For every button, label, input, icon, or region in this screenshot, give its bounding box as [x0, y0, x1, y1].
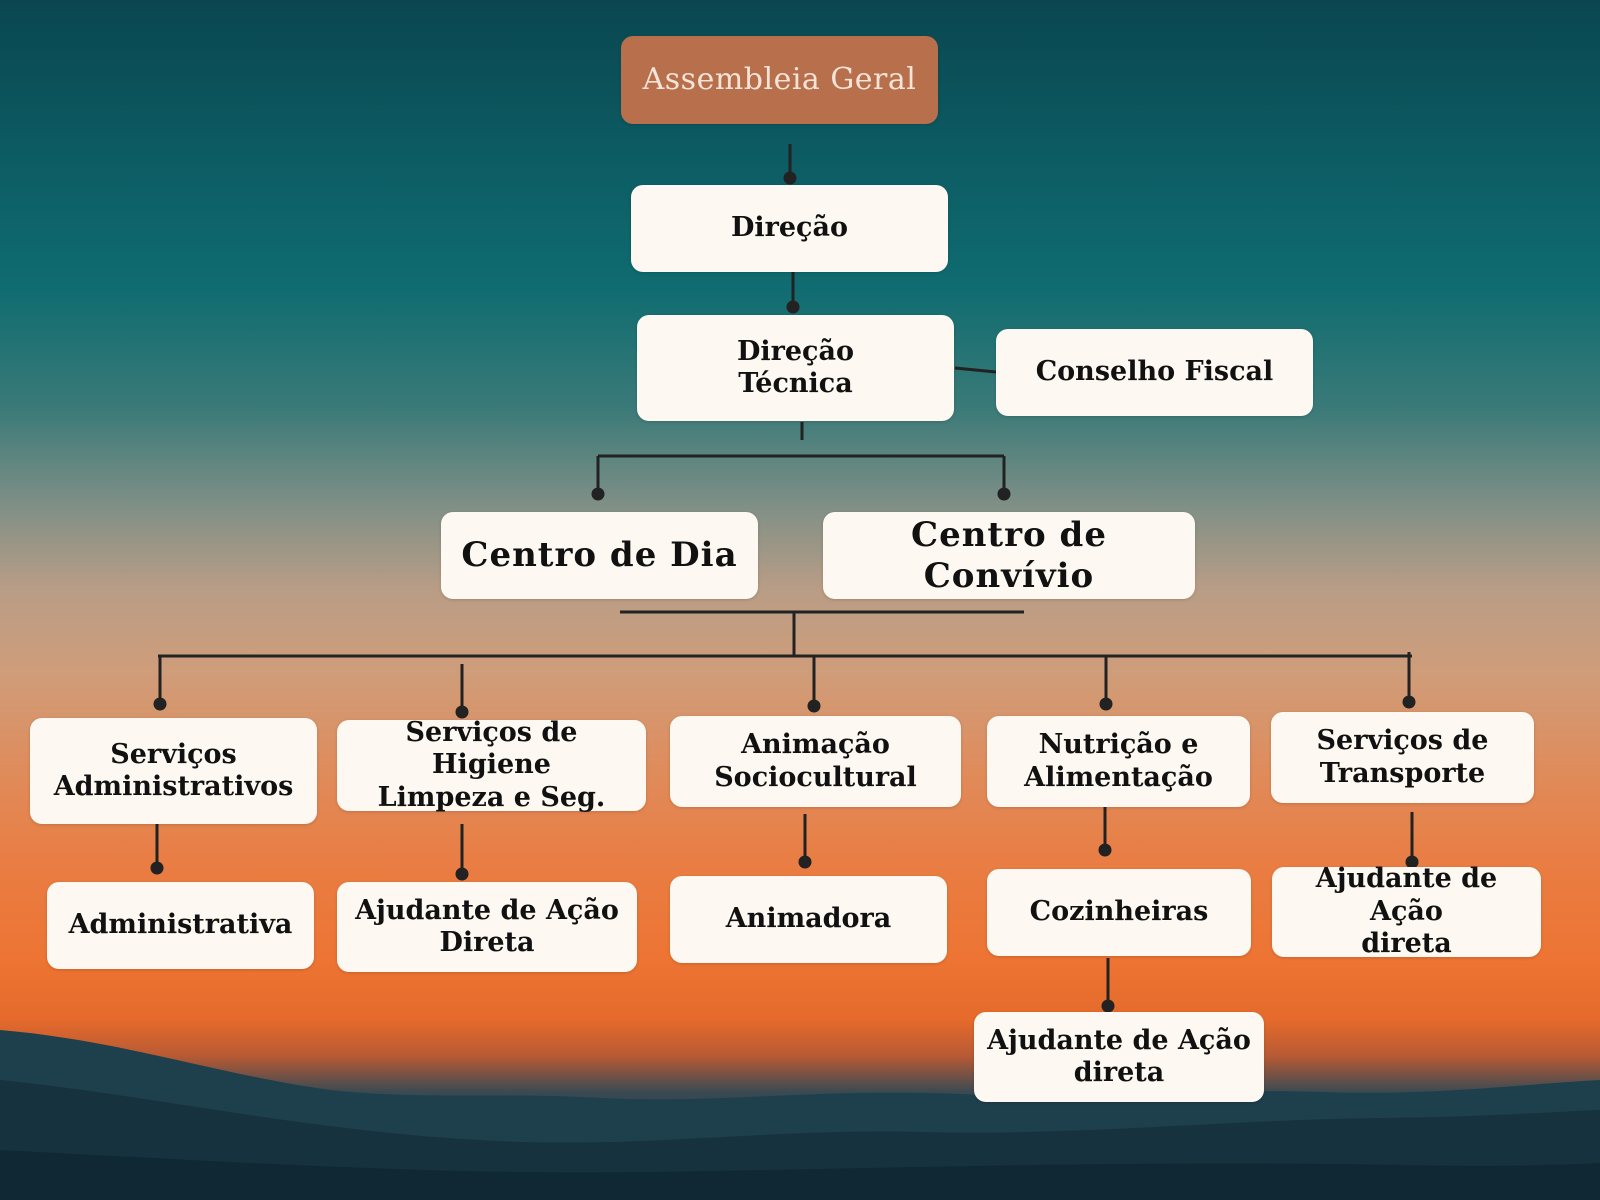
- node-centro-de-convivio-label: Centro de Convívio: [911, 514, 1107, 596]
- node-servicos-transporte: Serviços de Transporte: [1271, 712, 1534, 803]
- connector-service-children: [150, 804, 1419, 1013]
- node-ajudante-acao-direta-higiene-label: Ajudante de Ação Direta: [355, 894, 619, 958]
- node-nutricao-alimentacao-label: Nutrição e Alimentação: [1024, 729, 1213, 793]
- node-conselho-fiscal-label: Conselho Fiscal: [1035, 356, 1274, 388]
- node-direcao-tecnica-label: Direção Técnica: [736, 335, 855, 399]
- node-servicos-transporte-label: Serviços de Transporte: [1316, 725, 1489, 789]
- node-direcao: Direção: [631, 185, 948, 272]
- node-direcao-tecnica: Direção Técnica: [637, 315, 954, 421]
- node-centro-de-convivio: Centro de Convívio: [823, 512, 1195, 599]
- node-administrativa: Administrativa: [47, 882, 314, 969]
- node-centro-de-dia: Centro de Dia: [441, 512, 758, 599]
- node-ajudante-acao-direta-cozinha-label: Ajudante de Ação direta: [987, 1024, 1251, 1088]
- node-ajudante-acao-direta-transporte-label: Ajudante de Ação direta: [1315, 863, 1498, 960]
- connector-centros-services: [153, 610, 1416, 719]
- node-conselho-fiscal: Conselho Fiscal: [996, 329, 1313, 416]
- connector-direcao-direcao-tecnica: [786, 272, 800, 314]
- node-ajudante-acao-direta-transporte: Ajudante de Ação direta: [1272, 863, 1541, 959]
- node-cozinheiras-label: Cozinheiras: [1029, 896, 1209, 928]
- node-servicos-higiene: Serviços de Higiene Limpeza e Seg.: [337, 716, 646, 813]
- node-centro-de-dia-label: Centro de Dia: [461, 535, 738, 576]
- connector-assembleia-direcao: [783, 144, 797, 185]
- node-servicos-administrativos-label: Serviços Administrativos: [53, 738, 294, 802]
- node-assembleia-geral-label: Assembleia Geral: [642, 62, 917, 97]
- node-servicos-higiene-label: Serviços de Higiene Limpeza e Seg.: [377, 716, 606, 813]
- node-assembleia-geral: Assembleia Geral: [621, 36, 938, 124]
- node-animadora-label: Animadora: [725, 903, 892, 935]
- connector-tecnica-centros: [591, 422, 1011, 501]
- node-animacao-sociocultural: Animação Sociocultural: [670, 716, 961, 807]
- node-ajudante-acao-direta-higiene: Ajudante de Ação Direta: [337, 882, 637, 972]
- node-direcao-label: Direção: [730, 212, 849, 244]
- node-ajudante-acao-direta-cozinha: Ajudante de Ação direta: [974, 1012, 1264, 1102]
- node-cozinheiras: Cozinheiras: [987, 869, 1251, 956]
- node-administrativa-label: Administrativa: [68, 909, 293, 941]
- node-animacao-sociocultural-label: Animação Sociocultural: [714, 729, 917, 793]
- node-animadora: Animadora: [670, 876, 947, 963]
- connector-conselho-fiscal: [954, 366, 997, 374]
- node-nutricao-alimentacao: Nutrição e Alimentação: [987, 716, 1250, 807]
- node-servicos-administrativos: Serviços Administrativos: [30, 718, 317, 824]
